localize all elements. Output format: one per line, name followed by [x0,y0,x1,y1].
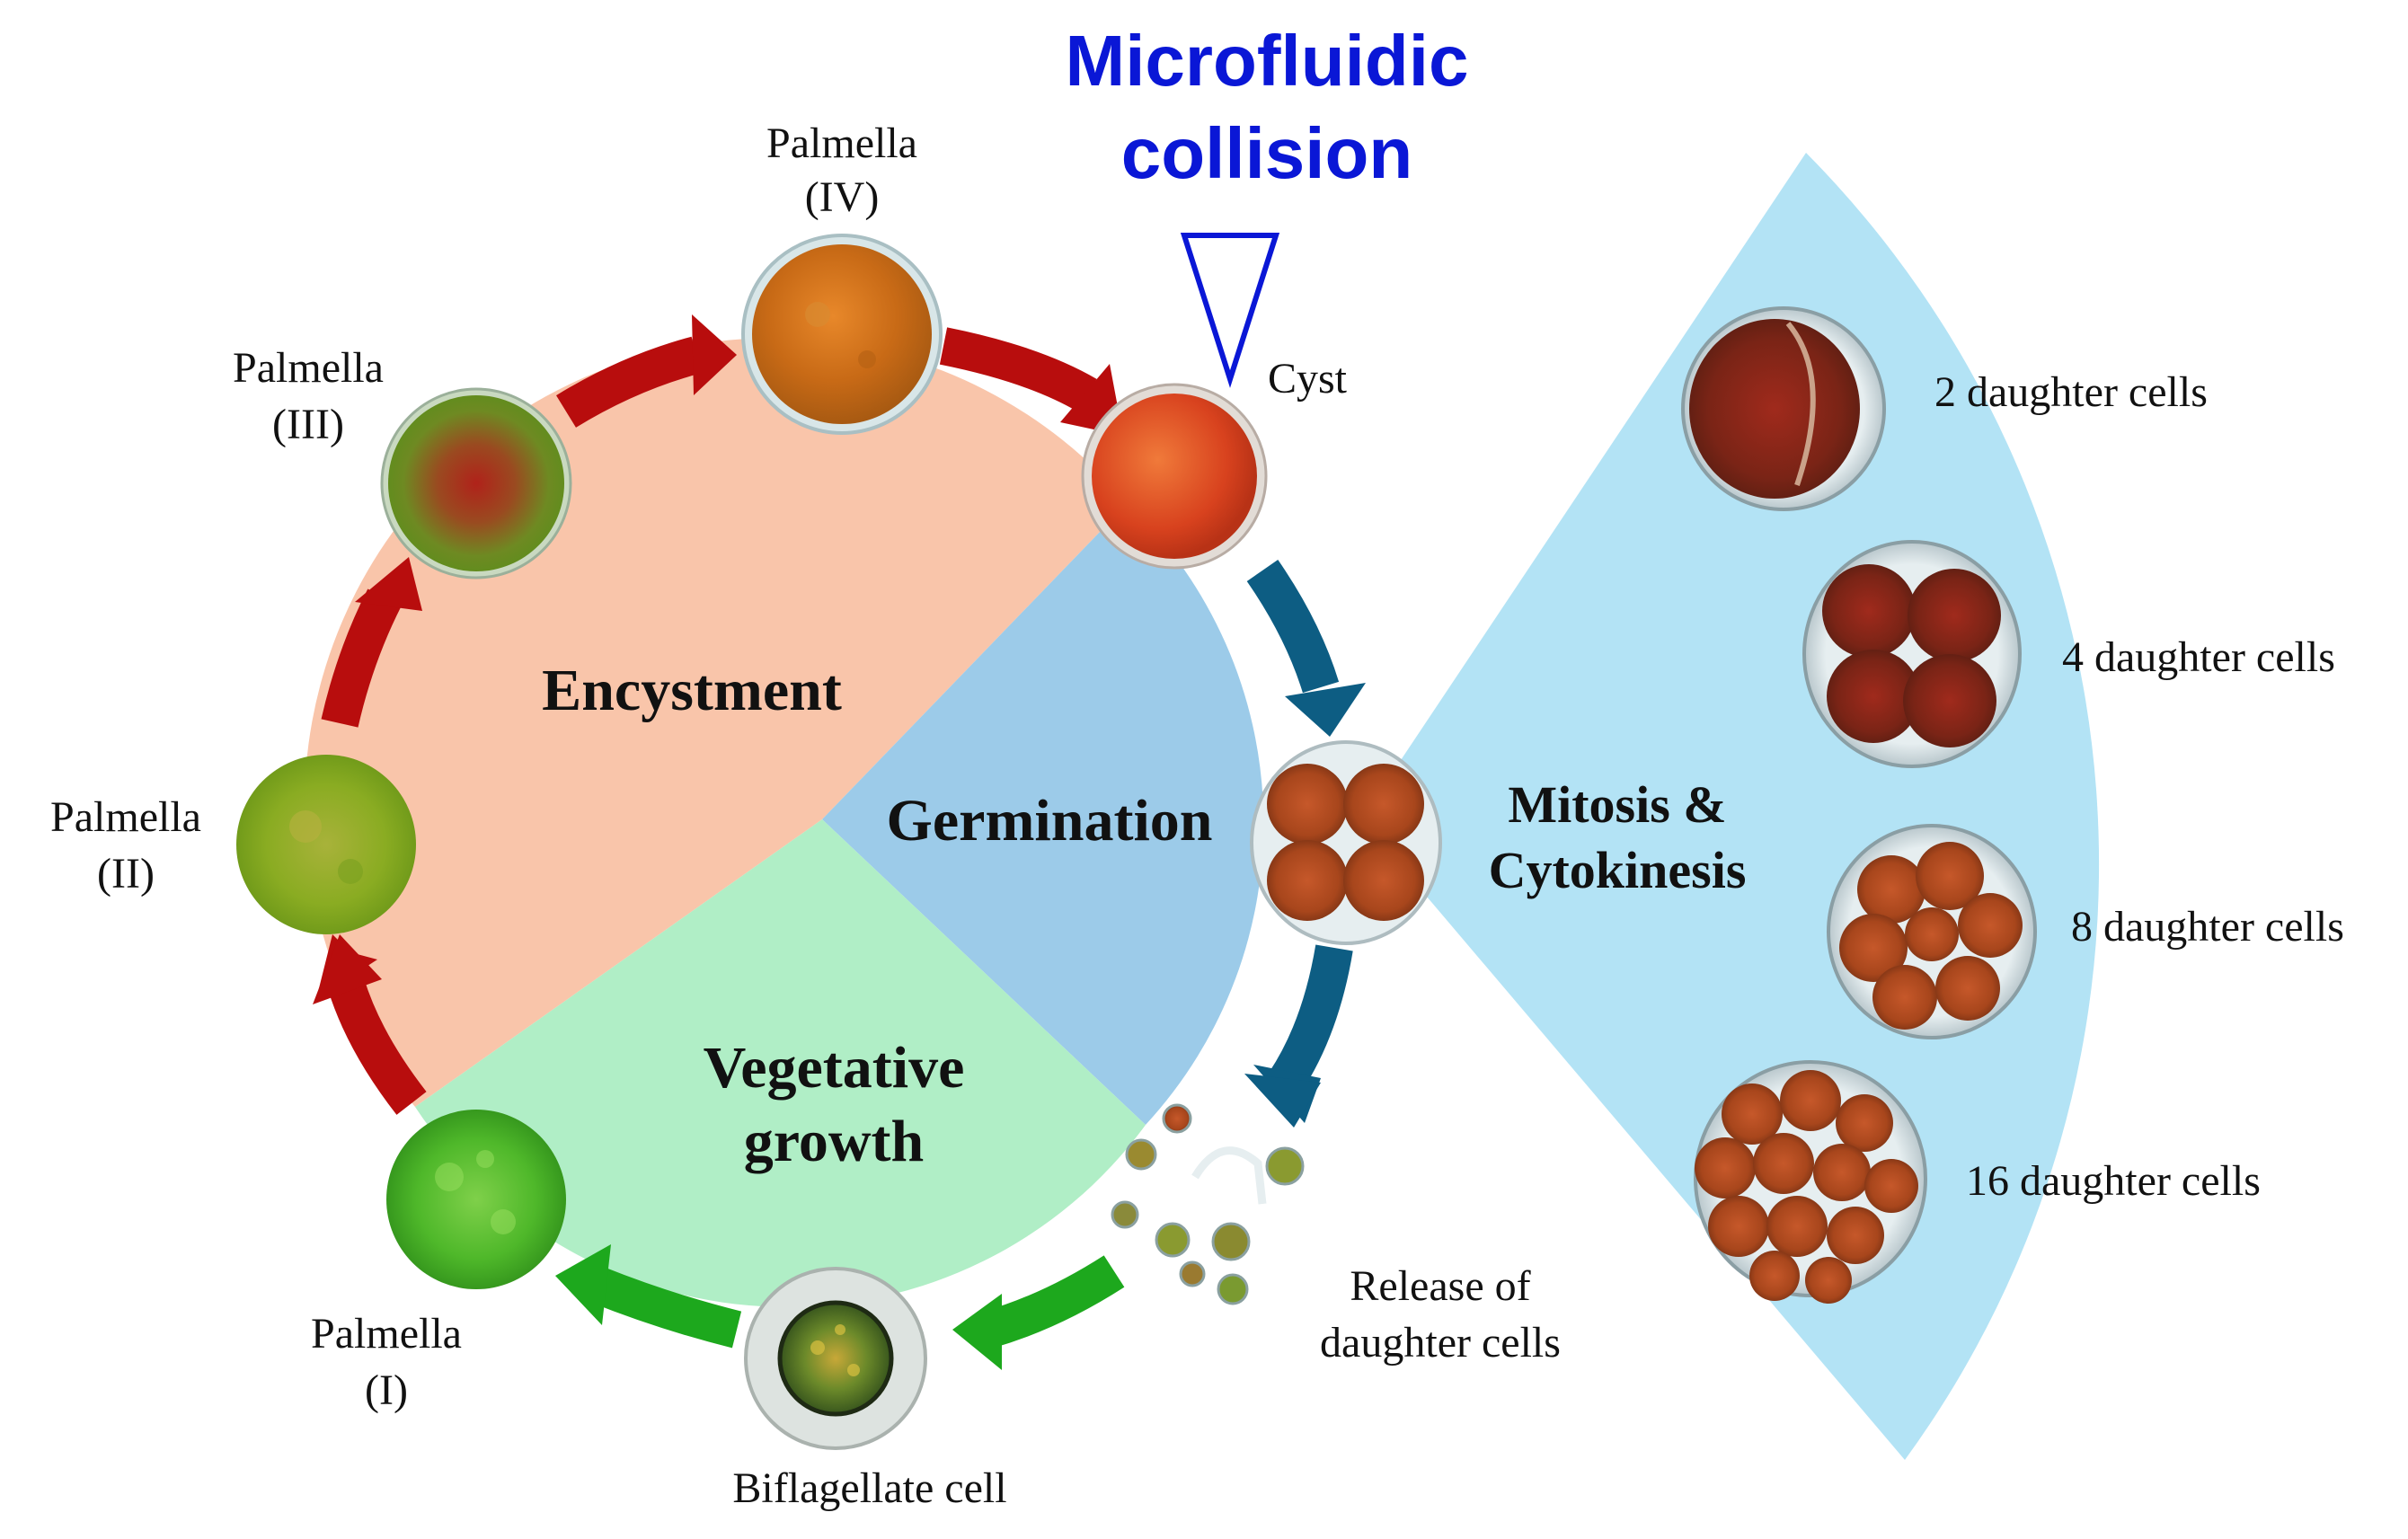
phase-mitosis-line-2: Cytokinesis [1489,841,1747,899]
phase-vegetative-line-2: growth [744,1109,924,1174]
cell-4-daughter [1802,540,2022,768]
green-arrow [555,1244,742,1349]
label-release-line-1: Release of [1350,1262,1530,1310]
phase-mitosis-line-1: Mitosis & [1508,775,1726,834]
cell-palmella-iv [741,234,943,435]
vegetative-sector [415,819,1146,1307]
red-arrow [556,314,737,428]
red-arrow [313,934,427,1115]
cell-palmella-iii [380,387,572,579]
cell-palmella-ii [236,755,416,934]
cell-palmella-i [386,1110,566,1289]
label-cyst: Cyst [1268,355,1348,402]
cell-biflagellate [744,1267,927,1450]
label-palmella-iv-name: Palmella [766,119,917,167]
label-palmella-i-name: Palmella [311,1310,462,1358]
released-cells [1111,1103,1305,1305]
label-palmella-iv-num: (IV) [805,173,880,221]
red-arrow [321,557,422,728]
cell-cyst [1081,383,1268,570]
label-palmella-ii-name: Palmella [50,793,201,841]
label-daughter-cells: 16 daughter cells [1966,1157,2261,1205]
label-palmella-iii-name: Palmella [233,344,384,392]
label-palmella-i-num: (I) [365,1367,408,1414]
label-biflagellate: Biflagellate cell [732,1464,1006,1512]
label-daughter-cells: 8 daughter cells [2071,903,2344,951]
title-line-1: Microfluidic [1066,21,1469,101]
cell-2-daughter [1681,306,1886,511]
blue-arrow [1246,560,1366,737]
green-arrow [952,1255,1125,1370]
cell-16-daughter [1694,1060,1927,1304]
label-daughter-cells: 2 daughter cells [1934,368,2208,416]
label-daughter-cells: 4 daughter cells [2062,633,2335,681]
phase-vegetative-line-1: Vegetative [704,1035,965,1101]
cell-dividing [1250,740,1442,945]
blue-arrow [1244,944,1353,1128]
label-palmella-iii-num: (III) [272,401,344,448]
germination-sector [822,503,1264,1125]
collision-triangle-icon [1180,233,1280,388]
title-line-2: collision [1121,113,1413,193]
cell-8-daughter [1827,824,2037,1039]
phase-encystment: Encystment [542,658,842,723]
phase-germination: Germination [887,788,1213,854]
label-palmella-ii-num: (II) [97,850,155,898]
label-release-line-2: daughter cells [1320,1319,1561,1367]
